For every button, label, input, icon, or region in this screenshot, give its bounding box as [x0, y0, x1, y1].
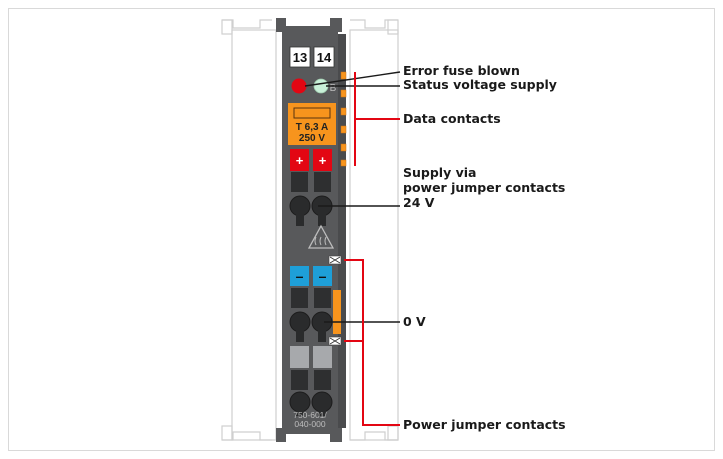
- wire-slot: [291, 288, 308, 308]
- wire-channel: [318, 206, 326, 226]
- error-fuse-label: Error fuse blown: [403, 63, 520, 78]
- wire-slot: [314, 370, 331, 390]
- status-led: [313, 78, 329, 94]
- wire-channel: [296, 402, 304, 416]
- pe-release-button-left[interactable]: [290, 346, 309, 368]
- power-jumper-marker-top: [328, 255, 342, 265]
- minus-icon: –: [319, 268, 327, 284]
- status-supply-label: Status voltage supply: [403, 77, 557, 92]
- supply-label-line1: Supply via: [403, 165, 477, 180]
- minus-release-button-left[interactable]: [290, 266, 309, 286]
- minus-icon: –: [296, 268, 304, 284]
- heat-waves-icon: [314, 236, 327, 246]
- fuse-voltage: 250 V: [299, 133, 325, 144]
- power-jumper-marker-bottom: [328, 336, 342, 346]
- model-number-line2: 040-000: [294, 419, 325, 429]
- wire-slot: [291, 370, 308, 390]
- diagram-frame: [8, 8, 715, 451]
- fuse-holder: [288, 103, 336, 145]
- power-jumper-bracket: [344, 259, 400, 426]
- status-led-letter: B: [330, 83, 337, 94]
- plus-icon: +: [296, 153, 304, 168]
- hot-surface-warning-icon: [307, 224, 335, 249]
- wire-slot: [314, 172, 331, 192]
- fuse-body: [293, 107, 331, 119]
- error-led: [291, 78, 307, 94]
- pe-release-button-right[interactable]: [313, 346, 332, 368]
- plus-release-button-right[interactable]: [313, 149, 332, 171]
- supply-label-line3: 24 V: [403, 195, 435, 210]
- terminal-14-tag: [313, 46, 335, 68]
- terminal-13-label: 13: [293, 50, 307, 65]
- plus-release-button-left[interactable]: [290, 149, 309, 171]
- wire-slot: [291, 172, 308, 192]
- ghost-module-outline: [221, 19, 399, 441]
- wire-channel: [296, 206, 304, 226]
- wire-slot: [314, 288, 331, 308]
- minus-release-button-right[interactable]: [313, 266, 332, 286]
- power-jumper-label: Power jumper contacts: [403, 417, 566, 432]
- data-contact-pads: [340, 71, 347, 167]
- fuse-rating: T 6,3 A: [296, 122, 328, 133]
- module-side-strip: [338, 34, 346, 428]
- top-latch: [276, 18, 342, 32]
- wire-channel: [318, 402, 326, 416]
- plus-icon: +: [319, 153, 327, 168]
- supply-label-line2: power jumper contacts: [403, 180, 566, 195]
- zero-volt-label: 0 V: [403, 314, 426, 329]
- terminal-14-label: 14: [317, 50, 332, 65]
- wire-channel: [318, 322, 326, 342]
- data-contacts-bracket: [354, 72, 400, 166]
- leader-lines: [304, 71, 401, 323]
- wire-channel: [296, 322, 304, 342]
- jumper-blade: [333, 290, 341, 334]
- terminal-13-tag: [289, 46, 311, 68]
- model-number-line1: 750-601/: [293, 410, 327, 420]
- data-contacts-label: Data contacts: [403, 111, 501, 126]
